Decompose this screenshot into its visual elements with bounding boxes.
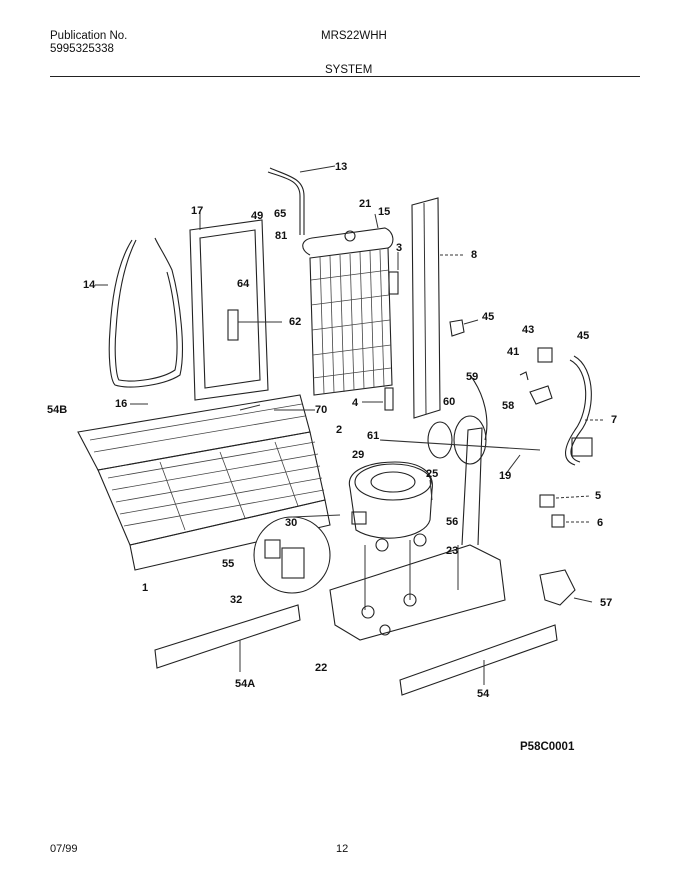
filter-drier-part xyxy=(362,387,394,411)
relay-clip-part xyxy=(519,347,553,405)
callout-5: 5 xyxy=(595,490,602,502)
callout-3: 3 xyxy=(396,242,403,254)
callout-58: 58 xyxy=(502,400,515,412)
callout-45b: 45 xyxy=(577,330,590,342)
callout-30: 30 xyxy=(285,517,298,529)
callout-14: 14 xyxy=(83,279,96,291)
callout-61: 61 xyxy=(367,430,380,442)
callout-65: 65 xyxy=(274,208,287,220)
callout-64: 64 xyxy=(237,278,250,290)
power-cord-part xyxy=(565,355,605,466)
callout-43: 43 xyxy=(522,324,535,336)
callout-2: 2 xyxy=(336,424,343,436)
callout-21: 21 xyxy=(359,198,372,210)
callout-7: 7 xyxy=(611,414,618,426)
callout-25: 25 xyxy=(426,468,439,480)
condenser-fan-motor-part xyxy=(379,374,541,465)
section-title: SYSTEM xyxy=(325,64,373,76)
callout-57: 57 xyxy=(600,597,613,609)
compressor-part xyxy=(348,461,433,552)
compressor-base-part xyxy=(329,427,506,641)
callout-49: 49 xyxy=(251,210,264,222)
callout-15: 15 xyxy=(378,206,391,218)
callout-54b: 54B xyxy=(47,404,68,416)
terminal-cover-part xyxy=(539,569,593,606)
footer-date: 07/99 xyxy=(50,843,78,855)
overload-part xyxy=(539,494,591,508)
clip-45-part xyxy=(449,319,479,337)
callout-29: 29 xyxy=(352,449,365,461)
callout-6: 6 xyxy=(597,517,604,529)
diagram-reference-code: P58C0001 xyxy=(520,741,575,753)
sensor-tube-part xyxy=(267,165,336,235)
callout-60: 60 xyxy=(443,396,456,408)
callout-54: 54 xyxy=(477,688,490,700)
model-number: MRS22WHH xyxy=(321,30,387,42)
back-cover-panel-part xyxy=(189,212,282,401)
callout-81: 81 xyxy=(275,230,288,242)
side-channel-part xyxy=(411,197,465,419)
condenser-rack-part xyxy=(77,394,331,571)
callout-4: 4 xyxy=(352,397,359,409)
callout-8: 8 xyxy=(471,249,478,261)
callout-19: 19 xyxy=(499,470,512,482)
front-rail-left-part xyxy=(154,604,301,672)
header-divider xyxy=(50,76,640,77)
callout-22: 22 xyxy=(315,662,328,674)
callout-41: 41 xyxy=(507,346,520,358)
callout-59: 59 xyxy=(466,371,479,383)
publication-number: 5995325338 xyxy=(50,43,114,55)
heater-loop-part xyxy=(95,237,183,388)
callout-17: 17 xyxy=(191,205,204,217)
detail-view-part xyxy=(253,514,341,594)
relay-part xyxy=(551,514,590,528)
evaporator-coil-part xyxy=(302,213,394,396)
callout-56: 56 xyxy=(446,516,459,528)
callout-54a: 54A xyxy=(235,678,256,690)
callout-23: 23 xyxy=(446,545,459,557)
callout-55: 55 xyxy=(222,558,235,570)
publication-label: Publication No. xyxy=(50,30,128,42)
page-number: 12 xyxy=(336,843,349,855)
callout-70: 70 xyxy=(315,404,328,416)
front-rail-right-part xyxy=(399,624,558,696)
callout-16: 16 xyxy=(115,398,128,410)
callout-32: 32 xyxy=(230,594,243,606)
bracket-3-part xyxy=(388,252,399,295)
callout-45a: 45 xyxy=(482,311,495,323)
callout-13: 13 xyxy=(335,161,348,173)
callout-62: 62 xyxy=(289,316,302,328)
callout-1: 1 xyxy=(142,582,149,594)
